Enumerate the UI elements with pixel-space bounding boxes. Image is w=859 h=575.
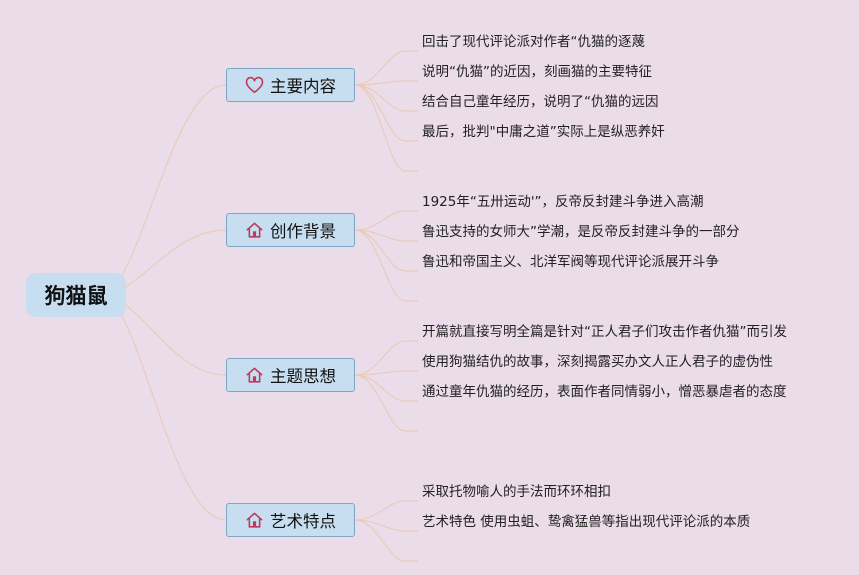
leaf-item[interactable]: 采取托物喻人的手法而环环相扣 bbox=[422, 484, 611, 500]
branch-leaf-connector bbox=[354, 374, 418, 402]
branch-label: 主要内容 bbox=[270, 77, 336, 96]
branch-leaf-connector bbox=[354, 84, 418, 142]
home-icon bbox=[245, 511, 264, 530]
leaf-item[interactable]: 通过童年仇猫的经历，表面作者同情弱小，憎恶暴虐者的态度 bbox=[422, 384, 787, 400]
branch-leaf-connector bbox=[354, 500, 418, 521]
branch-leaf-connector bbox=[354, 50, 418, 86]
leaf-item[interactable]: 1925年“五卅运动'”，反帝反封建斗争进入高潮 bbox=[422, 194, 704, 210]
branch-leaf-connector bbox=[354, 519, 418, 532]
home-icon bbox=[245, 221, 264, 240]
leaf-item[interactable]: 鲁迅支持的女师大”学潮，是反帝反封建斗争的一部分 bbox=[422, 224, 740, 240]
branch-leaf-connector bbox=[354, 210, 418, 231]
branch-label: 创作背景 bbox=[270, 222, 336, 241]
branch-leaf-connector bbox=[354, 519, 418, 562]
leaf-item[interactable]: 艺术特色 使用虫蛆、鸷禽猛兽等指出现代评论派的本质 bbox=[422, 514, 751, 530]
leaf-item[interactable]: 使用狗猫结仇的故事，深刻揭露买办文人正人君子的虚伪性 bbox=[422, 354, 773, 370]
branch-leaf-connector bbox=[354, 84, 418, 112]
branch-art-features[interactable]: 艺术特点 bbox=[226, 503, 355, 537]
root-node[interactable]: 狗猫鼠 bbox=[26, 273, 126, 317]
leaf-item[interactable]: 说明“仇猫”的近因，刻画猫的主要特征 bbox=[422, 64, 652, 80]
branch-leaf-connector bbox=[354, 84, 418, 172]
leaf-item[interactable]: 开篇就直接写明全篇是针对“正人君子们攻击作者仇猫”而引发 bbox=[422, 324, 787, 340]
branch-background[interactable]: 创作背景 bbox=[226, 213, 355, 247]
home-icon bbox=[245, 366, 264, 385]
root-branch-connector bbox=[99, 294, 227, 521]
branch-leaf-connector bbox=[354, 229, 418, 242]
branch-label: 主题思想 bbox=[270, 367, 336, 386]
branch-leaf-connector bbox=[354, 374, 418, 432]
heart-icon bbox=[245, 76, 264, 95]
root-label: 狗猫鼠 bbox=[44, 284, 108, 308]
leaf-item[interactable]: 结合自己童年经历，说明了“仇猫的远因 bbox=[422, 94, 659, 110]
branch-leaf-connector bbox=[354, 229, 418, 302]
leaf-item[interactable]: 鲁迅和帝国主义、北洋军阀等现代评论派展开斗争 bbox=[422, 254, 719, 270]
branch-theme[interactable]: 主题思想 bbox=[226, 358, 355, 392]
branch-main-content[interactable]: 主要内容 bbox=[226, 68, 355, 102]
branch-leaf-connector bbox=[354, 340, 418, 376]
branch-label: 艺术特点 bbox=[270, 512, 336, 531]
branch-leaf-connector bbox=[354, 229, 418, 272]
leaf-item[interactable]: 最后，批判"中庸之道”实际上是纵恶养奸 bbox=[422, 124, 665, 140]
leaf-item[interactable]: 回击了现代评论派对作者“仇猫的逐蔑 bbox=[422, 34, 645, 50]
root-branch-connector bbox=[99, 84, 227, 296]
branch-leaf-connector bbox=[354, 370, 418, 376]
branch-leaf-connector bbox=[354, 80, 418, 86]
